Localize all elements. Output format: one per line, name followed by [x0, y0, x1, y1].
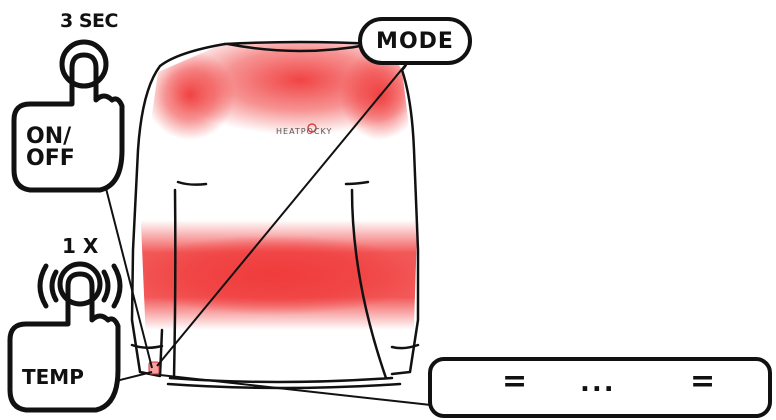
- mode-label: MODE: [376, 29, 454, 54]
- legend-equals-1: =: [502, 364, 527, 399]
- mode-button: MODE: [358, 17, 472, 65]
- press-count-label: 1 X: [62, 234, 98, 258]
- temp-label: TEMP: [22, 365, 84, 389]
- legend-ellipsis: ...: [580, 368, 616, 398]
- on-off-label: ON/ OFF: [26, 126, 75, 170]
- heat-zone-lower: [125, 220, 430, 330]
- on-off-label-line1: ON/: [26, 126, 75, 148]
- legend-equals-2: =: [690, 364, 715, 399]
- on-off-label-line2: OFF: [26, 148, 75, 170]
- hold-duration-label: 3 SEC: [60, 10, 118, 32]
- brand-text: HEATPOCKY: [276, 127, 332, 136]
